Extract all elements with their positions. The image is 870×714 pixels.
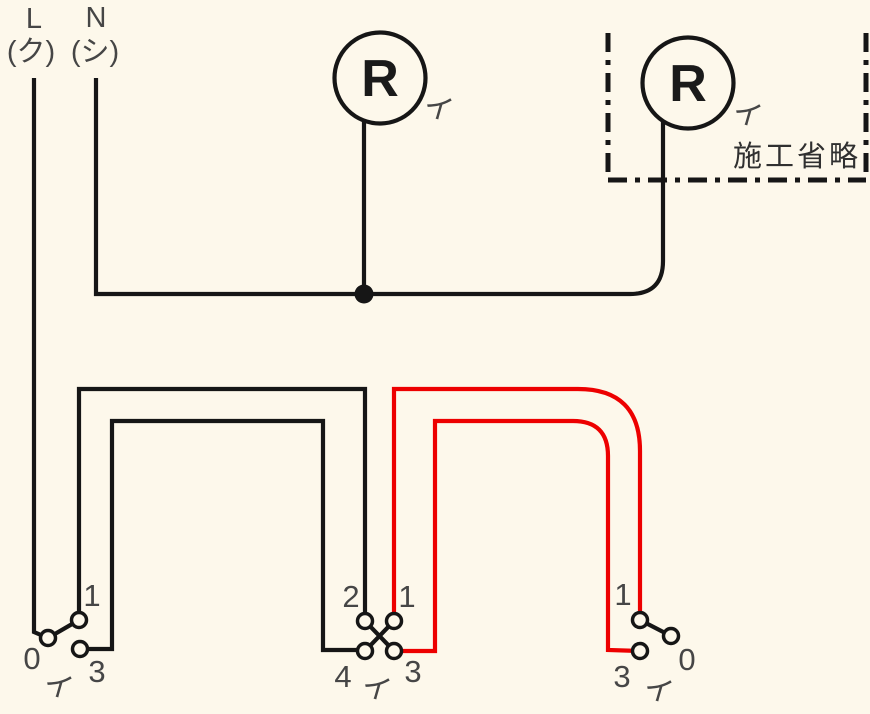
four-way-circuit-label: イ	[358, 670, 395, 709]
red-traveler-wire-outer	[391, 386, 643, 621]
right-switch-terminal-3	[630, 641, 650, 661]
four-way-terminal-1	[384, 611, 404, 631]
four-way-terminal-2-label: 2	[342, 579, 359, 614]
red-traveler-wire-inner	[394, 418, 641, 654]
neutral-line-marker: (シ)	[71, 36, 119, 68]
lamp-right-symbol: R	[669, 55, 707, 113]
lamp-right-circle	[640, 35, 736, 131]
live-line-marker: (ク)	[7, 36, 55, 68]
right-switch-terminal-3-label: 3	[613, 659, 630, 694]
neutral-line-label: N	[86, 2, 107, 34]
junction-dot	[354, 284, 374, 304]
four-way-terminal-4-label: 4	[334, 659, 351, 694]
neutral-wire	[93, 78, 666, 297]
right-switch-terminal-1-label: 1	[614, 577, 631, 612]
left-switch-terminal-1	[69, 610, 89, 630]
live-wire	[31, 78, 49, 640]
lamp-left-circle	[332, 30, 428, 126]
right-switch-circuit-label: イ	[640, 672, 677, 711]
left-switch-terminal-1-label: 1	[83, 578, 100, 613]
left-switch-terminal-0-label: 0	[23, 641, 40, 676]
lamp-left-symbol: R	[361, 50, 399, 108]
lamp-left-circuit-label: イ	[420, 90, 457, 129]
live-line-label: L	[26, 3, 42, 35]
four-way-terminal-1-label: 1	[398, 579, 415, 614]
four-way-terminal-3-label: 3	[404, 654, 421, 689]
four-way-terminal-4	[355, 641, 375, 661]
black-traveler-wire-inner	[80, 418, 365, 653]
four-way-terminal-3	[384, 641, 404, 661]
right-switch-terminal-0	[661, 626, 681, 646]
left-switch-terminal-0	[38, 628, 58, 648]
left-switch-terminal-3-label: 3	[88, 654, 105, 689]
omission-box-label: 施工省略	[733, 140, 861, 173]
left-switch-circuit-label: イ	[40, 668, 77, 707]
left-switch-terminal-3	[70, 639, 90, 659]
black-traveler-wire-outer	[76, 386, 368, 620]
four-way-terminal-2	[355, 611, 375, 631]
right-switch-terminal-1	[630, 610, 650, 630]
right-switch-terminal-0-label: 0	[678, 642, 695, 677]
lamp-right-circuit-label: イ	[729, 96, 766, 135]
